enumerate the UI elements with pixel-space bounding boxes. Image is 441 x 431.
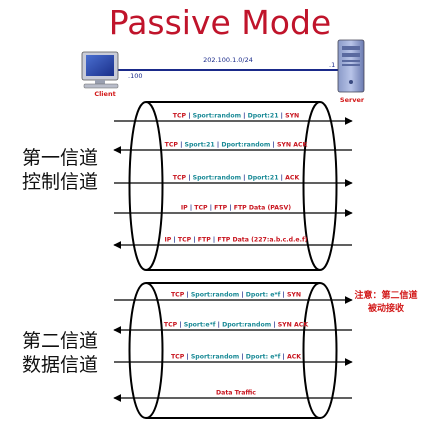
message-label-part: IP <box>165 237 172 244</box>
message-label-part: SYN <box>285 113 299 120</box>
message-label-part: SYN <box>287 292 301 299</box>
note-line2: 被动接收 <box>368 302 404 314</box>
message-label-part: | <box>178 142 185 150</box>
message-label-part: | <box>280 354 287 362</box>
message-label-part: FTP <box>214 205 227 212</box>
note-line1: 注意：第二信道 <box>354 289 417 301</box>
message-label: TCP | Sport:random | Dport: e*f | ACK <box>171 354 301 362</box>
message-label-part: Sport:random <box>193 113 241 120</box>
message-label-part: IP <box>181 205 188 212</box>
message-label-part: TCP <box>171 292 185 299</box>
channel2-tube <box>128 282 338 419</box>
channel2-label-line1: 第二信道 <box>22 330 98 352</box>
message-label: TCP | Sport:random | Dport:21 | SYN <box>173 113 299 121</box>
message-label-part: | <box>177 322 184 330</box>
message-label: TCP | Sport:random | Dport: e*f | SYN <box>171 292 301 300</box>
message-label-part: TCP <box>173 113 187 120</box>
message-label-part: | <box>227 205 234 213</box>
channel2-label-line2: 数据信道 <box>22 354 98 376</box>
client-ip-suffix: .100 <box>128 72 142 80</box>
message-label-part: SYN ACK <box>278 322 309 329</box>
message-label-part: | <box>186 175 193 183</box>
message-label-part: TCP <box>173 175 187 182</box>
message-label-part: TCP <box>178 237 192 244</box>
message-label-part: FTP Data (PASV) <box>234 205 292 212</box>
message-label-part: | <box>191 237 198 245</box>
message-label-part: | <box>184 354 191 362</box>
server-ip-suffix: .1 <box>329 61 335 69</box>
page-title: Passive Mode <box>109 3 331 42</box>
message-label-part: | <box>241 113 248 121</box>
message-label-part: | <box>239 292 246 300</box>
message-label-part: TCP <box>171 354 185 361</box>
message-label-part: TCP <box>164 322 178 329</box>
message-label-part: SYN ACK <box>277 142 308 149</box>
channel1-label-line2: 控制信道 <box>22 171 98 193</box>
message-label-part: | <box>171 237 178 245</box>
message-label-part: | <box>215 142 222 150</box>
message-label-part: Sport:21 <box>185 142 215 149</box>
message-label: TCP | Sport:e*f | Dport:random | SYN ACK <box>164 322 308 330</box>
message-label: IP | TCP | FTP | FTP Data (227:a.b.c.d.e… <box>165 237 308 245</box>
message-label: IP | TCP | FTP | FTP Data (PASV) <box>181 205 291 213</box>
message-label-part: FTP Data (227:a.b.c.d.e.f) <box>217 237 307 244</box>
message-label: TCP | Sport:21 | Dport:random | SYN ACK <box>165 142 308 150</box>
message-label-part: Dport:random <box>221 142 270 149</box>
message-label-part: | <box>208 205 215 213</box>
message-label-part: | <box>280 292 287 300</box>
message-label-part: | <box>271 322 278 330</box>
message-label-part: Dport:random <box>222 322 271 329</box>
message-label-part: | <box>241 175 248 183</box>
client-computer-icon <box>81 51 119 89</box>
message-label-part: | <box>186 113 193 121</box>
message-label-part: ACK <box>287 354 301 361</box>
message-label-part: | <box>184 292 191 300</box>
message-label: Data Traffic <box>216 390 256 397</box>
message-label-part: | <box>188 205 195 213</box>
message-label-part: | <box>279 175 286 183</box>
message-label-part: ACK <box>285 175 299 182</box>
message-label-part: | <box>239 354 246 362</box>
message-label-part: Dport: e*f <box>246 354 281 361</box>
server-label: Server <box>340 96 365 104</box>
message-label-part: | <box>211 237 218 245</box>
message-label: TCP | Sport:random | Dport:21 | ACK <box>173 175 300 183</box>
message-label-part: | <box>270 142 277 150</box>
message-label-part: | <box>216 322 223 330</box>
subnet-label: 202.100.1.0/24 <box>203 56 253 64</box>
message-label-part: Sport:random <box>191 354 239 361</box>
message-label-part: FTP <box>198 237 211 244</box>
message-label-part: TCP <box>194 205 208 212</box>
channel1-tube <box>128 101 338 271</box>
message-label-part: Data Traffic <box>216 390 256 397</box>
client-label: Client <box>94 90 115 98</box>
message-label-part: Dport: e*f <box>246 292 281 299</box>
channel2-messages: TCP | Sport:random | Dport: e*f | SYNTCP… <box>113 292 353 402</box>
message-label-part: Dport:21 <box>248 175 279 182</box>
message-label-part: Sport:random <box>191 292 239 299</box>
channel1-label-line1: 第一信道 <box>22 147 98 169</box>
message-label-part: Sport:random <box>193 175 241 182</box>
message-label-part: Dport:21 <box>248 113 279 120</box>
message-label-part: TCP <box>165 142 179 149</box>
message-label-part: | <box>279 113 286 121</box>
message-label-part: Sport:e*f <box>184 322 216 329</box>
server-tower-icon <box>337 39 365 93</box>
